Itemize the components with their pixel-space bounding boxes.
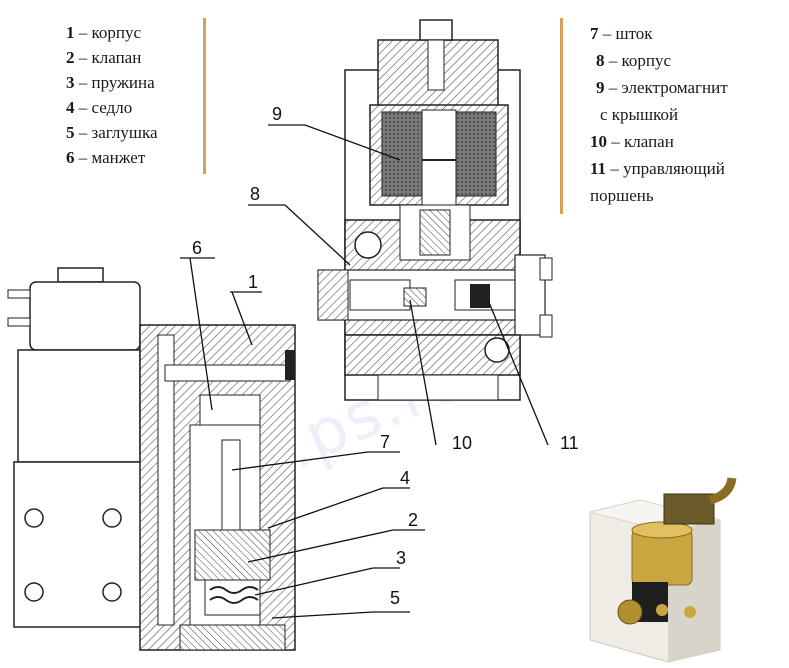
- callout-8: 8: [250, 184, 261, 204]
- legend-item-3: 3 – пружина: [66, 73, 155, 92]
- main-valve: [7, 267, 296, 651]
- legend-item-10: 10 – клапан: [590, 132, 674, 151]
- legend-item-7: 7 – шток: [590, 24, 653, 43]
- callout-10: 10: [452, 433, 473, 453]
- callout-9: 9: [272, 104, 283, 124]
- callout-3: 3: [396, 548, 407, 568]
- callout-11: 11: [560, 433, 579, 453]
- callout-5: 5: [390, 588, 401, 608]
- callout-2: 2: [408, 510, 419, 530]
- pilot-valve: [317, 19, 553, 401]
- callout-6: 6: [192, 238, 203, 258]
- legend-item-9: 9 – электромагнит: [596, 78, 728, 97]
- callout-1: 1: [248, 272, 259, 292]
- callout-7: 7: [380, 432, 391, 452]
- legend-item-4: 4 – седло: [66, 98, 133, 117]
- valve-photo: [589, 477, 737, 663]
- legend-item-5: 5 – заглушка: [66, 123, 158, 142]
- legend-item-9-cont: с крышкой: [600, 105, 679, 124]
- legend-item-8: 8 – корпус: [596, 51, 672, 70]
- legend-item-11-cont: поршень: [590, 186, 654, 205]
- divider-right: [560, 18, 563, 214]
- legend-item-1: 1 – корпус: [66, 23, 142, 42]
- legend-item-6: 6 – манжет: [66, 148, 146, 167]
- divider-left: [203, 18, 206, 174]
- legend-item-2: 2 – клапан: [66, 48, 142, 67]
- legend-right: 7 – шток 8 – корпус 9 – электромагнит с …: [590, 20, 728, 209]
- legend-left: 1 – корпус 2 – клапан 3 – пружина 4 – се…: [66, 20, 158, 170]
- leader-lines: [180, 124, 549, 619]
- callout-4: 4: [400, 468, 411, 488]
- legend-item-11: 11 – управляющий: [590, 159, 725, 178]
